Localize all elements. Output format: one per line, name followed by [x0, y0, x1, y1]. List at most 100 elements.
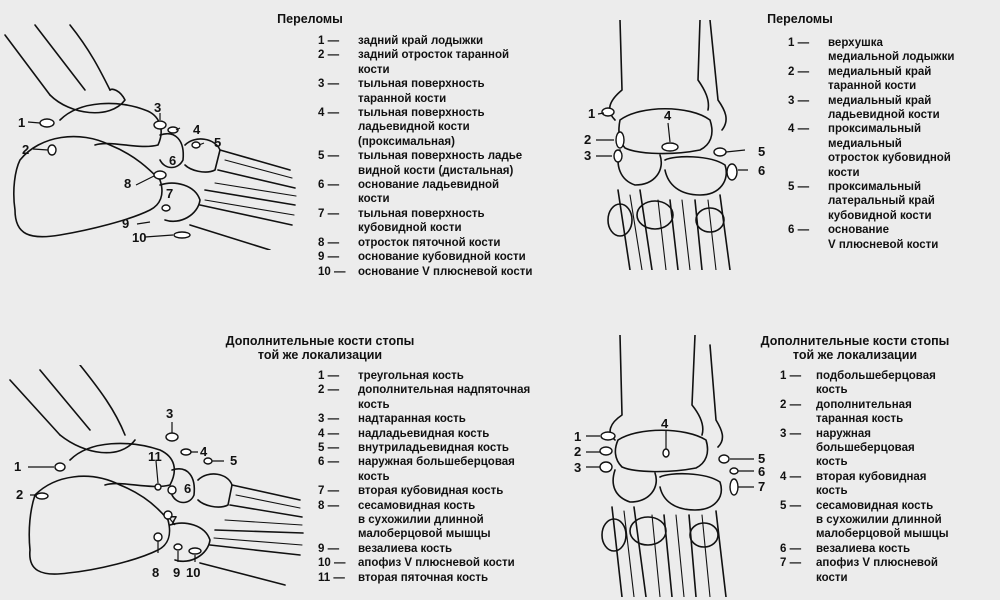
legend-item-number: 3 —	[780, 427, 802, 440]
legend-item: 6 —основание V плюсневой кости	[788, 223, 998, 252]
legend-item: 3 —тыльная поверхность таранной кости	[318, 77, 578, 106]
legend-item-number: 2 —	[788, 65, 810, 78]
legend-item-text: наружная большеберцовая кость	[816, 427, 915, 469]
legend-item-number: 6 —	[780, 542, 802, 555]
legend-item-number: 8 —	[318, 236, 340, 249]
lateral-foot-fractures-drawing: 1 2 3 4 5 6 7 8 9 10	[0, 20, 300, 250]
legend-item-text: задний отросток таранной кости	[358, 49, 510, 76]
legend-item-text: вторая пяточная кость	[358, 571, 489, 584]
callout-6: 6	[184, 481, 191, 496]
legend-item: 2 — задний отросток таранной кости	[318, 48, 578, 77]
callout-9: 9	[122, 216, 129, 231]
legend-item-number: 9 —	[318, 251, 340, 264]
legend-item-text: вторая кубовидная кость	[358, 485, 504, 498]
callout-4: 4	[193, 122, 201, 137]
legend-item: 4 —проксимальный медиальный отросток куб…	[788, 122, 998, 180]
legend-item: 7 — вторая кубовидная кость	[318, 484, 588, 498]
legend-item-number: 6 —	[318, 179, 340, 192]
callout-9: 9	[173, 565, 180, 580]
callout-6: 6	[758, 163, 765, 178]
legend-item: 5 —сесамовидная кость в сухожилии длинно…	[780, 499, 995, 542]
legend-item-number: 4 —	[318, 427, 340, 440]
legend-item: 9 —основание кубовидной кости	[318, 250, 578, 264]
legend-item: 11 — вторая пяточная кость	[318, 571, 588, 585]
legend-item: 5 —тыльная поверхность ладье видной кост…	[318, 149, 578, 178]
legend-item: 7 — тыльная поверхность кубовидной кости	[318, 207, 578, 236]
legend-item-number: 11 —	[318, 571, 345, 584]
legend-item: 2 —дополнительная таранная кость	[780, 398, 995, 427]
legend-item-text: тыльная поверхность кубовидной кости	[358, 207, 485, 235]
legend-item: 4 — тыльная поверхность ладьевидной кости…	[318, 106, 578, 149]
legend-item-number: 1 —	[318, 370, 340, 382]
dorsal-foot-accessory-bones-drawing: 1 2 3 4 5 6 7	[570, 335, 775, 597]
legend-item-text: тыльная поверхность таранной кости	[358, 78, 485, 105]
callout-7: 7	[170, 513, 177, 528]
legend-item: 3 —надтаранная кость	[318, 412, 588, 426]
legend-item: 4 —вторая кубовидная кость	[780, 470, 995, 499]
callout-11: 11	[148, 449, 162, 464]
callout-6: 6	[169, 153, 176, 168]
callout-5: 5	[758, 144, 765, 159]
legend-item-text: отросток пяточной кости	[358, 236, 501, 249]
legend-item-text: везалиева кость	[816, 542, 911, 555]
legend-item: 5 —проксимальный латеральный край кубови…	[788, 180, 998, 223]
callout-10: 10	[132, 230, 146, 245]
legend-item: 9 —везалиева кость	[318, 542, 588, 556]
legend-item-text: задний край лодыжки	[358, 35, 484, 47]
legend-item-text: надладьевидная кость	[358, 427, 490, 440]
legend-item: 3 —медиальный край ладьевидной кости	[788, 94, 998, 123]
panel-title-top-right: Переломы	[767, 12, 833, 26]
legend-item-number: 5 —	[318, 150, 340, 163]
legend-item: 10 —основание V плюсневой кости	[318, 265, 578, 279]
legend-item-number: 4 —	[780, 470, 802, 483]
callout-2: 2	[574, 444, 581, 459]
legend-item-text: сесамовидная кость в сухожилии длинной м…	[816, 499, 949, 541]
legend-item-text: сесамовидная кость в сухожилии длинной м…	[358, 499, 491, 541]
legend-item-number: 6 —	[788, 224, 810, 237]
legend-item-text: проксимальный медиальный отросток кубови…	[828, 123, 951, 179]
panel-title-bottom-right: Дополнительные кости стопы той же локали…	[760, 334, 950, 362]
legend-item-number: 5 —	[318, 442, 340, 455]
legend-item-number: 7 —	[780, 557, 802, 570]
legend-item: 6 —наружная большеберцовая кость	[318, 455, 588, 484]
legend-item-text: апофиз V плюсневой кости	[816, 557, 938, 584]
legend-item-number: 3 —	[318, 413, 340, 426]
legend-item: 8 — сесамовидная кость в сухожилии длинно…	[318, 499, 588, 542]
legend-item: 2 — медиальный край таранной кости	[788, 65, 998, 94]
legend-item-number: 2 —	[318, 49, 340, 62]
callout-2: 2	[584, 132, 591, 147]
callout-8: 8	[124, 176, 131, 191]
callout-3: 3	[166, 406, 173, 421]
callout-5: 5	[230, 453, 237, 468]
callout-4: 4	[664, 108, 672, 123]
legend-item-text: подбольшеберцовая кость	[816, 370, 936, 397]
legend-item: 2 —дополнительная надпяточная кость	[318, 383, 588, 412]
legend-item: 1 —подбольшеберцовая кость	[780, 369, 995, 398]
legend-item-text: внутриладьевидная кость	[358, 442, 510, 455]
callout-6: 6	[758, 464, 765, 479]
legend-item: 7 — апофиз V плюсневой кости	[780, 556, 995, 585]
callout-2: 2	[16, 487, 23, 502]
legend-item-number: 7 —	[318, 207, 340, 220]
legend-item-text: треугольная кость	[358, 370, 464, 382]
legend-item-number: 10 —	[318, 265, 346, 278]
legend-item-text: верхушка медиальной лодыжки	[828, 37, 955, 64]
callout-7: 7	[758, 479, 765, 494]
legend-item-number: 7 —	[318, 485, 340, 498]
callout-8: 8	[152, 565, 159, 580]
lateral-foot-accessory-bones-drawing: 1 2 3 4 5 6 7 8 9 10 11	[0, 365, 305, 590]
callout-10: 10	[186, 565, 200, 580]
panel-title-bottom-left: Дополнительные кости стопы той же локали…	[225, 334, 415, 362]
callout-1: 1	[588, 106, 595, 121]
legend-item-number: 6 —	[318, 456, 340, 469]
legend-item-number: 8 —	[318, 499, 340, 512]
callout-3: 3	[584, 148, 591, 163]
legend-item-text: медиальный край таранной кости	[828, 65, 932, 93]
legend-item-text: тыльная поверхность ладьевидной кости (п…	[358, 107, 485, 148]
dorsal-foot-fractures-drawing: 1 2 3 4 5 6	[580, 20, 780, 270]
legend-item: 1 —верхушка медиальной лодыжки	[788, 36, 998, 65]
legend-item-number: 4 —	[318, 107, 340, 120]
